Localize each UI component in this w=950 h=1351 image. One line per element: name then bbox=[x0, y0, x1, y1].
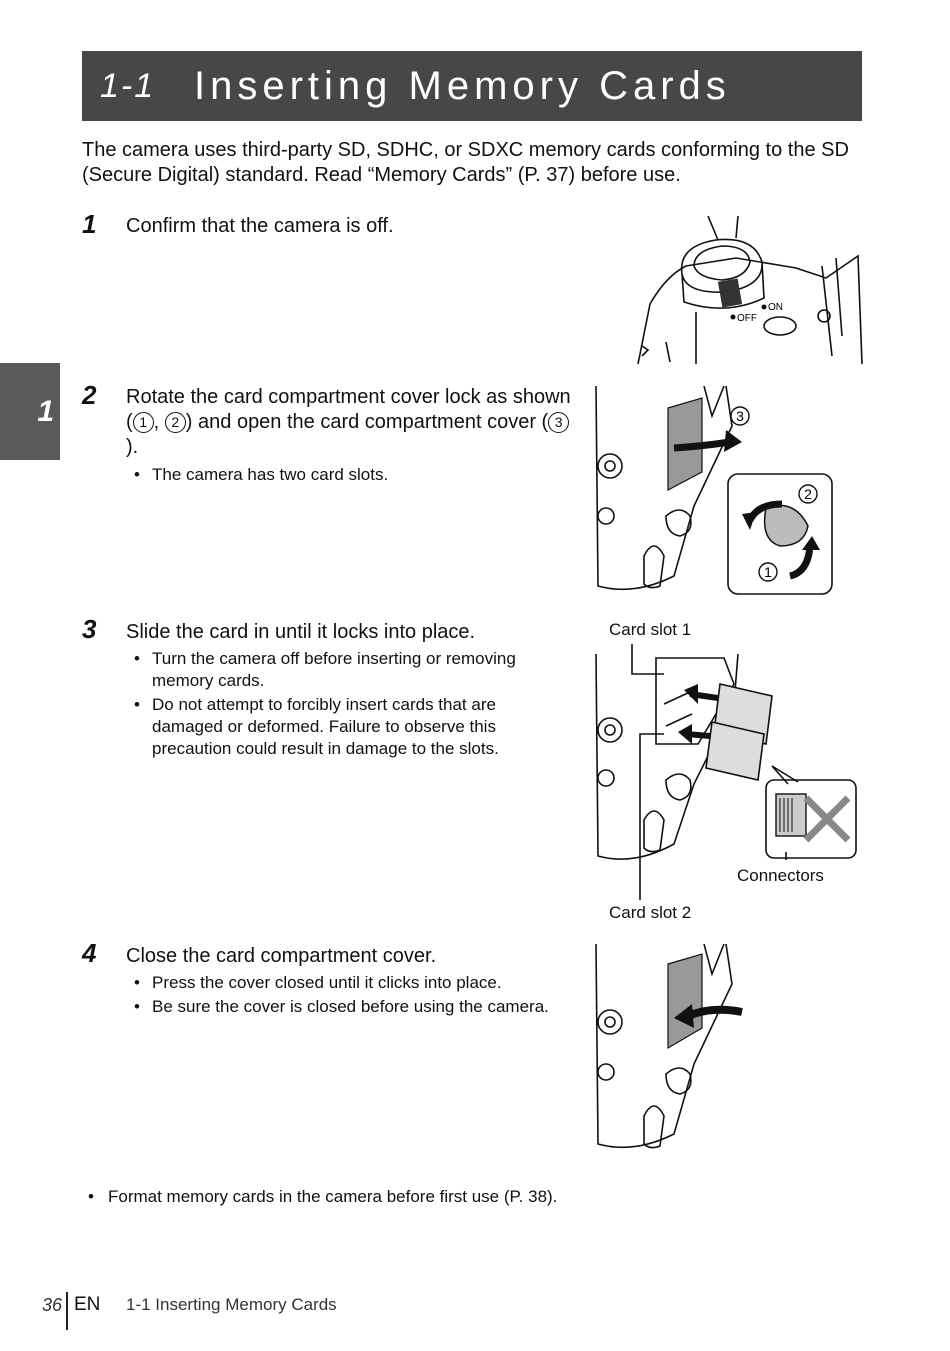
off-label: OFF bbox=[737, 313, 757, 324]
step-2-text: Rotate the card compartment cover lock a… bbox=[126, 386, 571, 458]
footer-divider bbox=[66, 1292, 68, 1330]
page-title-bar: 1-1 Inserting Memory Cards bbox=[82, 51, 862, 121]
bullet: Press the cover closed until it clicks i… bbox=[130, 972, 560, 994]
power-switch-illustration: OFF ON bbox=[637, 216, 863, 365]
cover-marker-2: 2 bbox=[804, 486, 812, 502]
step-2-number: 2 bbox=[82, 380, 97, 410]
step-1-number: 1 bbox=[82, 209, 97, 239]
step-3-bullets: Turn the camera off before inserting or … bbox=[130, 648, 560, 762]
page-number: 36 bbox=[42, 1295, 63, 1315]
chapter-tab: 1 bbox=[0, 363, 60, 460]
step-3-text: Slide the card in until it locks into pl… bbox=[126, 621, 476, 643]
language-code: EN bbox=[74, 1294, 101, 1315]
card-slot-2-label: Card slot 2 bbox=[609, 903, 692, 922]
final-note-text: Format memory cards in the camera before… bbox=[88, 1187, 557, 1207]
bullet: Be sure the cover is closed before using… bbox=[130, 996, 560, 1018]
section-number: 1-1 bbox=[100, 66, 156, 105]
cover-lock-illustration: 3 2 1 bbox=[595, 386, 833, 595]
step-2-bullets: The camera has two card slots. bbox=[130, 464, 388, 488]
step-1-text: Confirm that the camera is off. bbox=[126, 215, 394, 237]
on-label: ON bbox=[768, 302, 783, 313]
close-cover-illustration bbox=[595, 944, 743, 1149]
marker-3: 3 bbox=[548, 412, 570, 433]
marker-1: 1 bbox=[132, 412, 154, 433]
marker-2: 2 bbox=[164, 412, 186, 433]
intro-paragraph: The camera uses third-party SD, SDHC, or… bbox=[82, 139, 849, 186]
connectors-label: Connectors bbox=[737, 866, 824, 885]
bullet: The camera has two card slots. bbox=[130, 464, 388, 486]
cover-marker-1: 1 bbox=[764, 564, 772, 580]
bullet: Turn the camera off before inserting or … bbox=[130, 648, 560, 692]
card-slots-illustration bbox=[595, 644, 857, 900]
cover-marker-3: 3 bbox=[736, 408, 744, 424]
final-note: Format memory cards in the camera before… bbox=[88, 1187, 557, 1207]
step-4-text: Close the card compartment cover. bbox=[126, 945, 437, 967]
step-4-bullets: Press the cover closed until it clicks i… bbox=[130, 972, 560, 1020]
card-slot-1-label: Card slot 1 bbox=[609, 620, 692, 639]
step-4-number: 4 bbox=[82, 938, 97, 968]
page-title: Inserting Memory Cards bbox=[194, 63, 731, 108]
bullet: Do not attempt to forcibly insert cards … bbox=[130, 694, 560, 760]
step-3-number: 3 bbox=[82, 614, 97, 644]
footer-section-title: 1-1 Inserting Memory Cards bbox=[126, 1295, 337, 1314]
